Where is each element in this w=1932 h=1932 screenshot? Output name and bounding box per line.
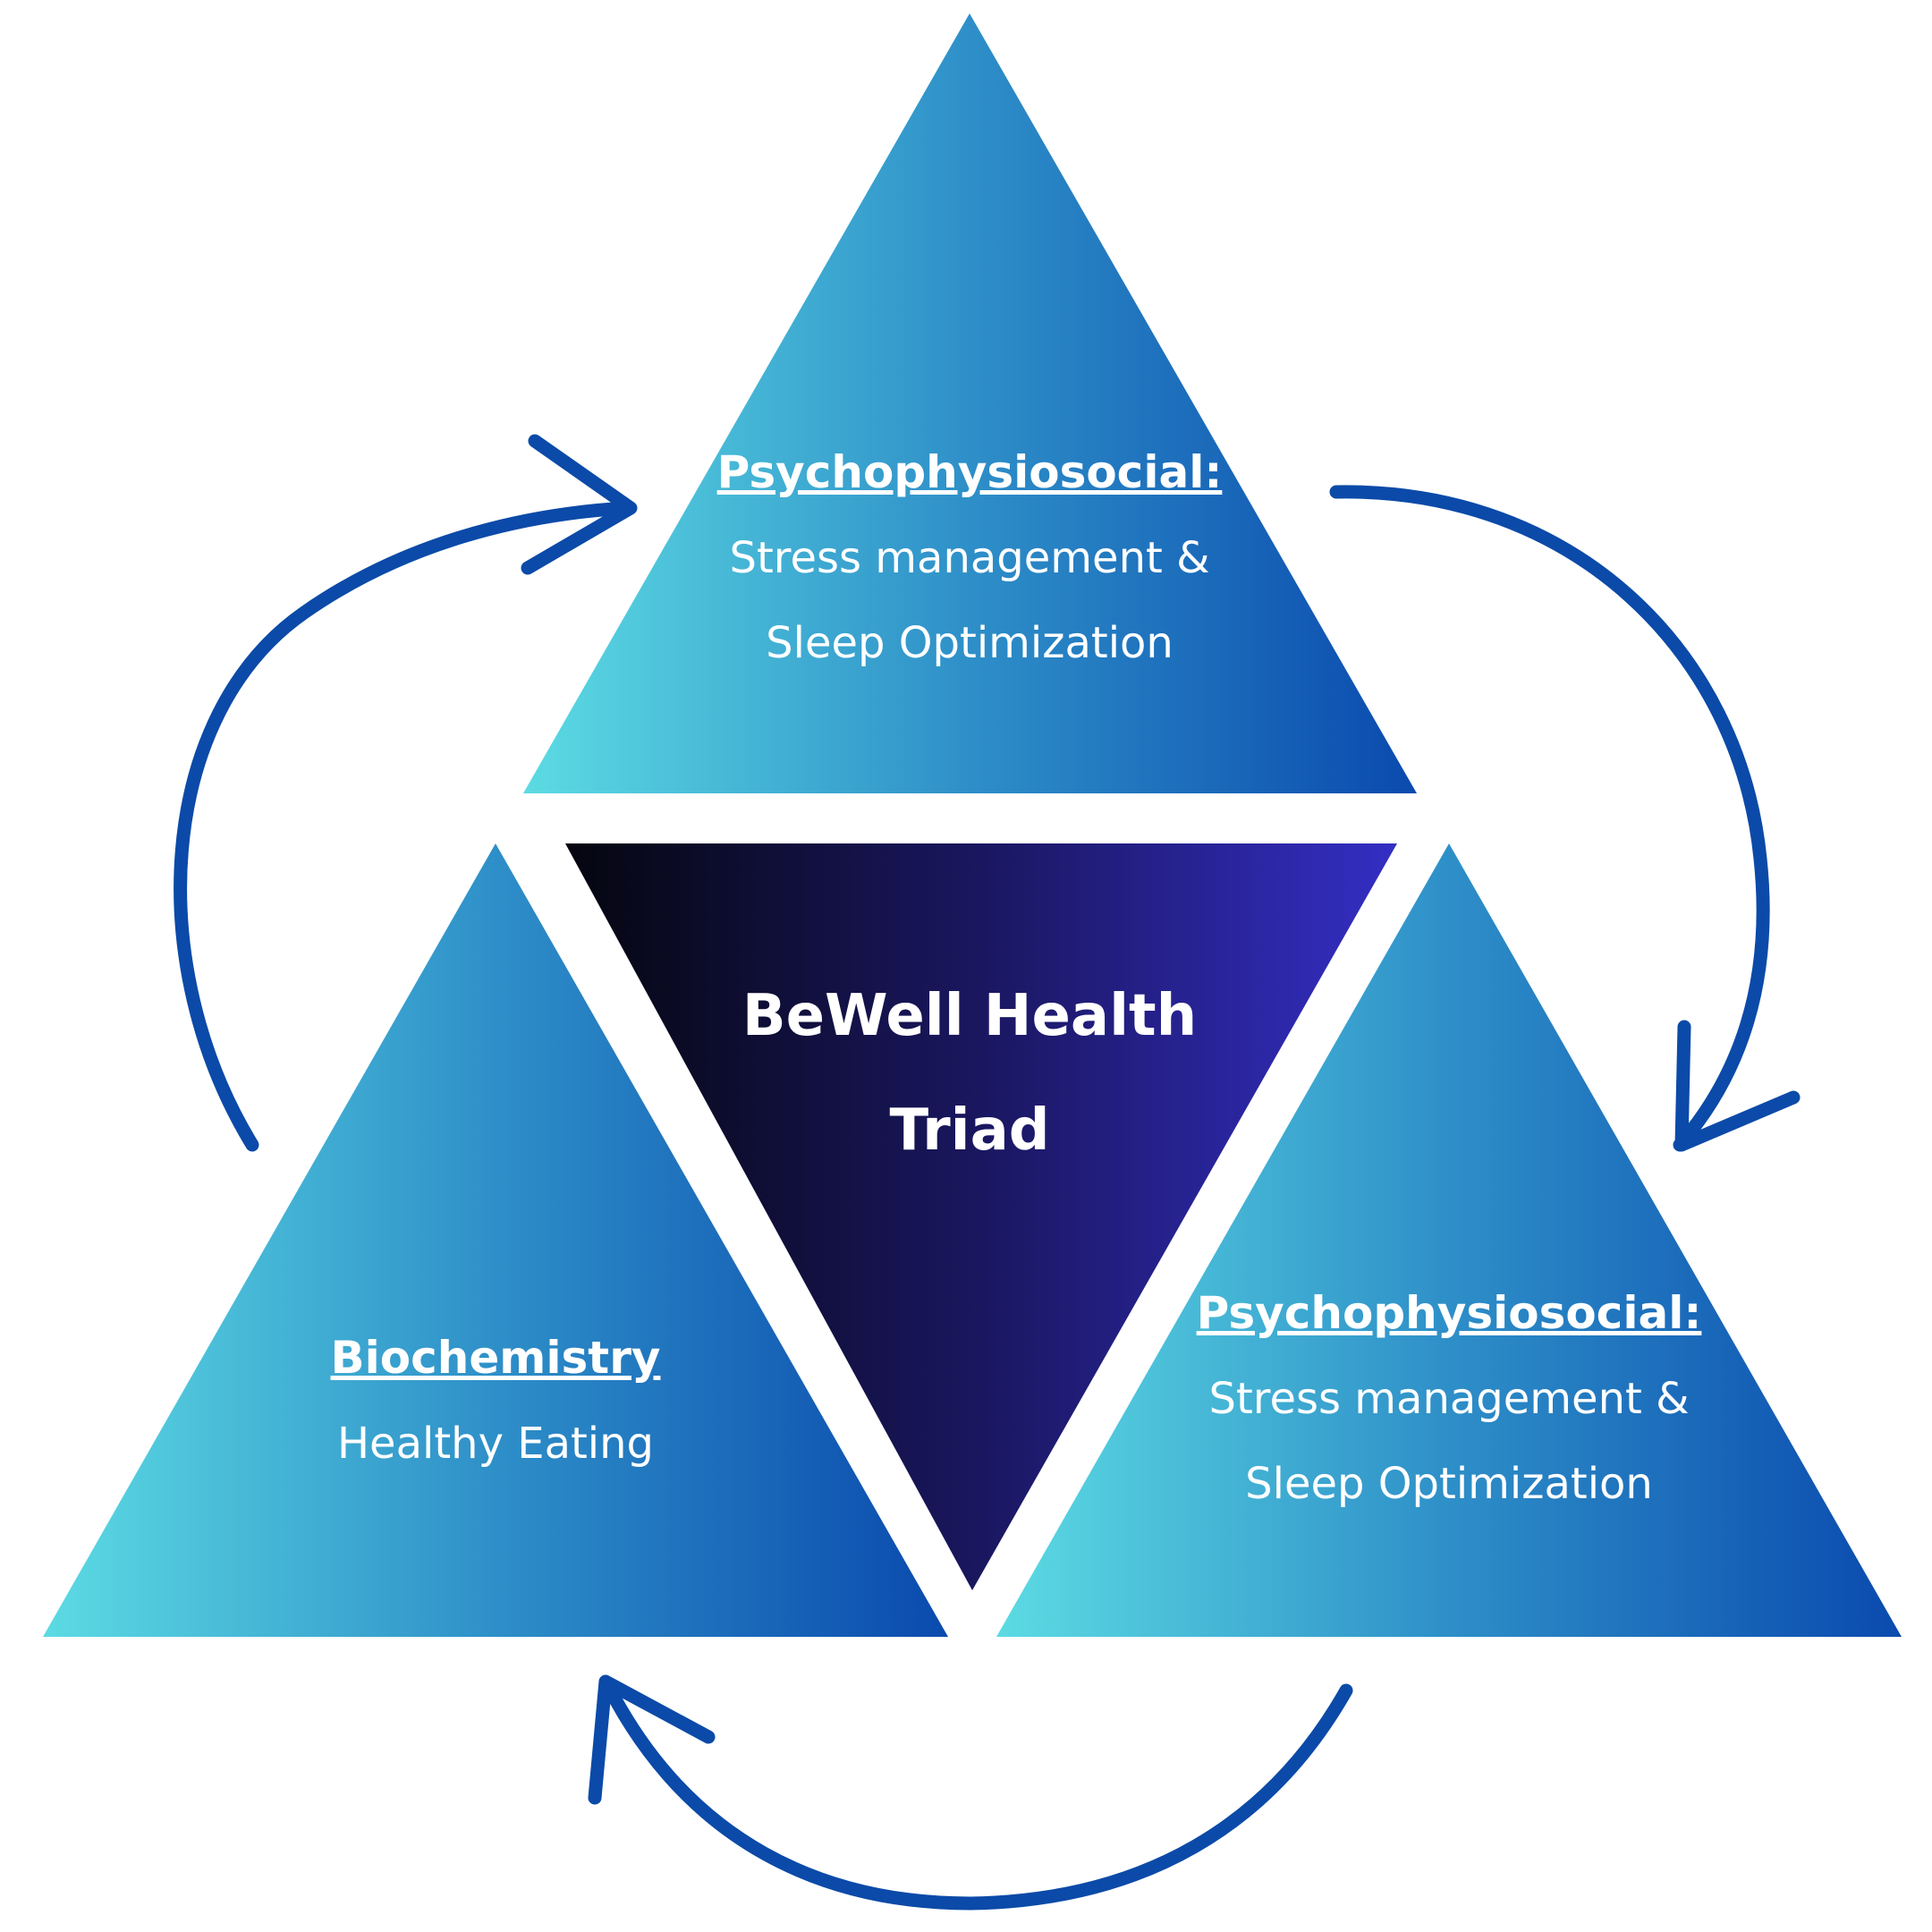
left-triangle: Biochemistry Healthy Eating — [43, 843, 948, 1637]
right-triangle-shape — [996, 843, 1902, 1637]
right-triangle-line1: Stress management & — [1209, 1374, 1690, 1424]
right-triangle: Psychophysiosocial: Stress management & … — [996, 843, 1902, 1637]
curved-arrow-icon — [588, 1674, 1353, 1911]
left-triangle-shape — [43, 843, 948, 1637]
arrow-top-to-right-head — [1674, 1020, 1801, 1152]
left-triangle-heading: Biochemistry — [331, 1332, 661, 1384]
right-triangle-line2: Sleep Optimization — [1245, 1459, 1653, 1509]
cycle-arrows — [174, 434, 1801, 1911]
center-triangle: BeWell Health Triad — [565, 843, 1397, 1590]
top-triangle-line2: Sleep Optimization — [766, 618, 1174, 668]
arrow-left-to-top-head — [521, 434, 638, 575]
top-triangle: Psychophysiosocial: Stress management & … — [523, 13, 1417, 793]
arrow-top-to-right-shaft — [1329, 485, 1770, 1152]
center-title-line2: Triad — [889, 1097, 1049, 1164]
center-triangle-shape — [565, 843, 1397, 1590]
right-triangle-heading: Psychophysiosocial: — [1197, 1287, 1702, 1339]
top-triangle-heading: Psychophysiosocial: — [717, 446, 1223, 498]
arrow-right-to-left-shaft — [601, 1679, 1353, 1911]
arrow-left-to-top-shaft — [174, 501, 633, 1152]
center-title-line1: BeWell Health — [742, 983, 1197, 1049]
top-triangle-shape — [523, 13, 1417, 793]
curved-arrow-icon — [174, 434, 638, 1152]
left-triangle-line1: Healthy Eating — [337, 1419, 654, 1469]
arrow-right-to-left-head — [588, 1674, 716, 1805]
curved-arrow-icon — [1329, 485, 1801, 1152]
top-triangle-line1: Stress management & — [730, 533, 1210, 583]
